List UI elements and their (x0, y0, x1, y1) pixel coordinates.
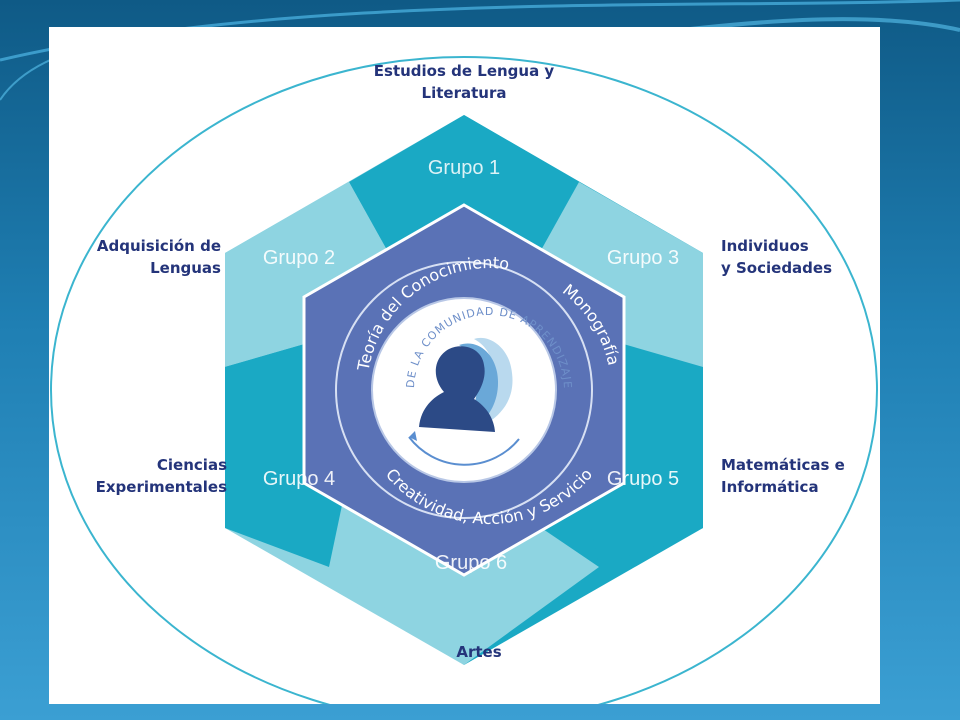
group-2-label: Grupo 2 (263, 247, 335, 269)
group-3-label: Grupo 3 (607, 247, 679, 269)
ib-hexagon-diagram: PERFIL DE LA COMUNIDAD DE APRENDIZAJE DE… (49, 27, 878, 704)
subject-bottom-label: Artes (456, 643, 502, 661)
diagram-panel: PERFIL DE LA COMUNIDAD DE APRENDIZAJE DE… (49, 27, 880, 704)
group-4-label: Grupo 4 (263, 468, 335, 490)
group-6-label: Grupo 6 (435, 552, 507, 574)
learner-profile-heads-icon (419, 337, 513, 432)
group-1-label: Grupo 1 (428, 157, 500, 179)
outer-ellipse (50, 56, 878, 704)
group-5-label: Grupo 5 (607, 468, 679, 490)
